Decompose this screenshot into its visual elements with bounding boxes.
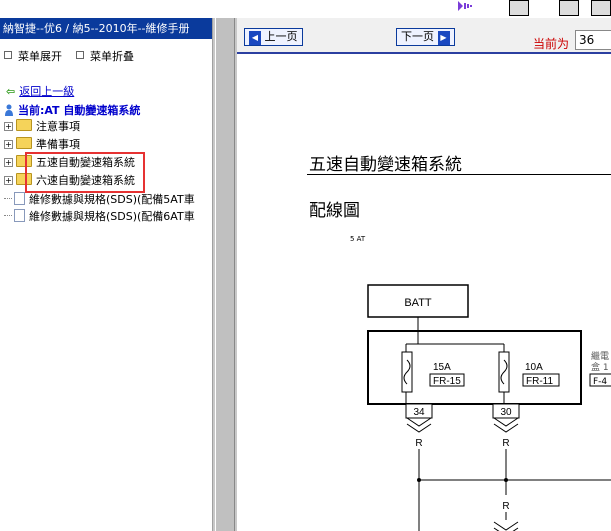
folder-icon [16, 137, 32, 149]
folder-icon [16, 173, 32, 185]
tree-item-sds-5at[interactable]: 維修數據與規格(SDS)(配備5AT車 [4, 192, 195, 208]
fuse-right-id-box [522, 373, 560, 387]
fuse-box-label-1: 繼電 [591, 350, 609, 362]
tree-item-label: 維修數據與規格(SDS)(配備5AT車 [29, 193, 195, 206]
fuse-left-id-box [429, 373, 465, 387]
next-page-label: 下一页 [401, 30, 434, 43]
fit-page-icon[interactable] [559, 0, 579, 16]
tree-item-precautions[interactable]: + 注意事項 [4, 119, 80, 135]
folder-icon [16, 155, 32, 167]
tree-connector [4, 215, 12, 216]
fuse-block [367, 330, 582, 405]
expand-plus-icon[interactable]: + [4, 122, 13, 131]
junction-dot-left [417, 478, 421, 482]
tree-item-label: 維修數據與規格(SDS)(配備6AT車 [29, 210, 195, 223]
connector-chevron-right [493, 417, 519, 433]
tree-item-label: 準備事項 [36, 138, 80, 151]
page-number-label: 当前为 [533, 37, 570, 51]
wire-color-right: R [502, 438, 509, 449]
document-subheading: 配線圖 [309, 201, 360, 221]
tree-item-label: 注意事項 [36, 120, 80, 133]
tree-item-preparation[interactable]: + 準備事項 [4, 137, 80, 153]
first-page-icon[interactable] [509, 0, 529, 16]
fuse-right-rating: 10A [525, 362, 543, 373]
current-section-label: 当前:AT 自動變速箱系統 [18, 104, 141, 117]
wire-color-left: R [415, 438, 422, 449]
document-icon [14, 209, 25, 222]
tree-item-label: 六速自動變速箱系統 [36, 174, 135, 187]
prev-page-label: 上一页 [264, 30, 298, 43]
last-page-icon[interactable] [591, 0, 611, 16]
tree-item-sds-6at[interactable]: 維修數據與規格(SDS)(配備6AT車 [4, 209, 195, 225]
fuse-right-element [500, 359, 508, 385]
expand-menu-label: 菜单展开 [18, 50, 62, 63]
fuse-box-label-2: 盒 1 [591, 361, 609, 373]
fuse-left-id: FR-15 [433, 376, 461, 387]
tree-item-label: 五速自動變速箱系統 [36, 156, 135, 169]
fuse-left-rating: 15A [433, 362, 451, 373]
expand-icon [4, 51, 12, 59]
back-link-label: 返回上一級 [19, 85, 75, 98]
pin-right-box [492, 403, 520, 419]
tree-connector [4, 198, 12, 199]
back-arrow-icon: ⇦ [6, 85, 16, 98]
battery-label: BATT [404, 297, 432, 309]
pin-right-label: 30 [500, 407, 512, 418]
next-arrow-icon: ▶ [437, 31, 450, 45]
play-icon[interactable] [456, 0, 476, 12]
expand-plus-icon[interactable]: + [4, 140, 13, 149]
expand-plus-icon[interactable]: + [4, 158, 13, 167]
document-heading: 五速自動變速箱系統 [309, 155, 462, 175]
user-icon [5, 104, 13, 116]
manual-title: 納智捷--优6 / 納5--2010年--維修手册 [0, 18, 212, 39]
prev-page-button[interactable]: ◀ 上一页 [244, 28, 303, 46]
back-link[interactable]: ⇦返回上一級 [6, 83, 74, 99]
wiring-diagram: BATT 15A FR-15 10A FR-11 繼電 盒 1 F-4 34 3… [367, 284, 611, 531]
tree-item-6at[interactable]: + 六速自動變速箱系統 [4, 173, 135, 189]
next-page-button[interactable]: 下一页 ▶ [396, 28, 455, 46]
top-strip [212, 0, 611, 18]
connector-chevron-lower [493, 521, 519, 531]
collapse-icon [76, 51, 84, 59]
heading-rule [307, 174, 611, 175]
page-number-input[interactable] [575, 30, 611, 50]
wire-color-lower: R [502, 501, 509, 512]
pin-left-label: 34 [413, 407, 425, 418]
frame-splitter[interactable] [212, 0, 237, 531]
pin-left-box [405, 403, 433, 419]
fuse-box-id: F-4 [593, 377, 607, 387]
expand-plus-icon[interactable]: + [4, 176, 13, 185]
current-section: 当前:AT 自動變速箱系統 [4, 102, 140, 118]
document-view: 五速自動變速箱系統 配線圖 5 AT BATT 15A FR-15 10A FR… [237, 54, 611, 531]
fuse-left-element [403, 359, 411, 385]
expand-menu-button[interactable]: 菜单展开 [4, 48, 62, 64]
sidebar: 納智捷--优6 / 納5--2010年--維修手册 菜单展开 菜单折叠 ⇦返回上… [0, 0, 212, 531]
document-icon [14, 192, 25, 205]
collapse-menu-label: 菜单折叠 [90, 50, 134, 63]
collapse-menu-button[interactable]: 菜单折叠 [76, 48, 134, 64]
variant-label: 5 AT [350, 235, 366, 243]
page-toolbar: ◀ 上一页 下一页 ▶ 当前为 [237, 18, 611, 54]
junction-dot-right [504, 478, 508, 482]
tree-item-5at[interactable]: + 五速自動變速箱系統 [4, 155, 135, 171]
fuse-right-id: FR-11 [526, 376, 553, 387]
scrollbar-thumb[interactable] [215, 18, 235, 531]
connector-chevron-left [406, 417, 432, 433]
prev-arrow-icon: ◀ [249, 31, 261, 45]
folder-icon [16, 119, 32, 131]
fuse-box-id-box [589, 373, 611, 387]
highlight-annotation [25, 152, 145, 193]
